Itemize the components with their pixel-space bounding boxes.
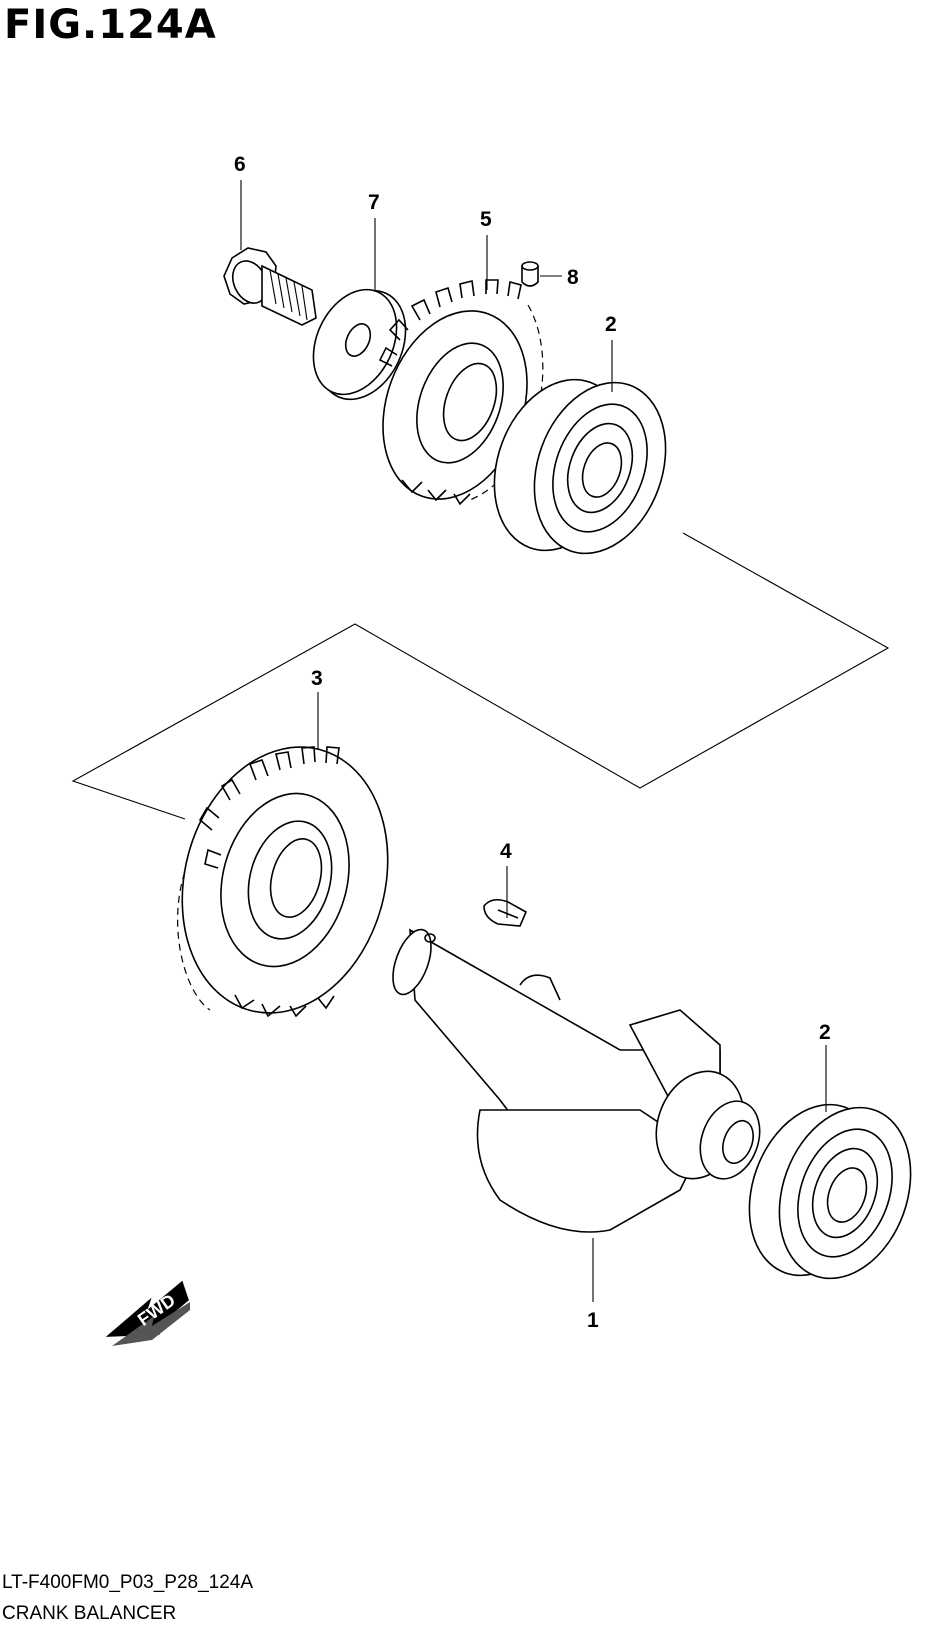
leader-lines: [240, 180, 827, 1302]
washer-part-7: [312, 288, 407, 401]
callout-2-top: 2: [605, 313, 617, 336]
callout-3: 3: [311, 667, 323, 690]
callout-5: 5: [480, 208, 492, 231]
figure-title: FIG.124A: [4, 2, 217, 48]
figure-code: LT-F400FM0_P03_P28_124A: [2, 1572, 254, 1593]
bearing-part-2-top: [493, 378, 667, 555]
flange-bolt-part-6: [223, 247, 317, 326]
callout-6: 6: [234, 153, 246, 176]
callout-8: 8: [567, 266, 579, 289]
bearing-part-2-bottom: [748, 1103, 912, 1280]
fwd-arrow-icon: FWD: [105, 1280, 190, 1346]
assembly-outline: [71, 532, 890, 820]
key-part-4: [483, 898, 528, 927]
balancer-shaft-part-1: [392, 928, 761, 1233]
callout-2-bottom: 2: [819, 1021, 831, 1044]
callout-7: 7: [368, 191, 380, 214]
callout-1: 1: [587, 1309, 599, 1332]
callout-4: 4: [500, 840, 512, 863]
pin-part-8: [521, 261, 539, 287]
figure-name: CRANK BALANCER: [2, 1603, 177, 1624]
gear-part-3: [177, 746, 389, 1018]
